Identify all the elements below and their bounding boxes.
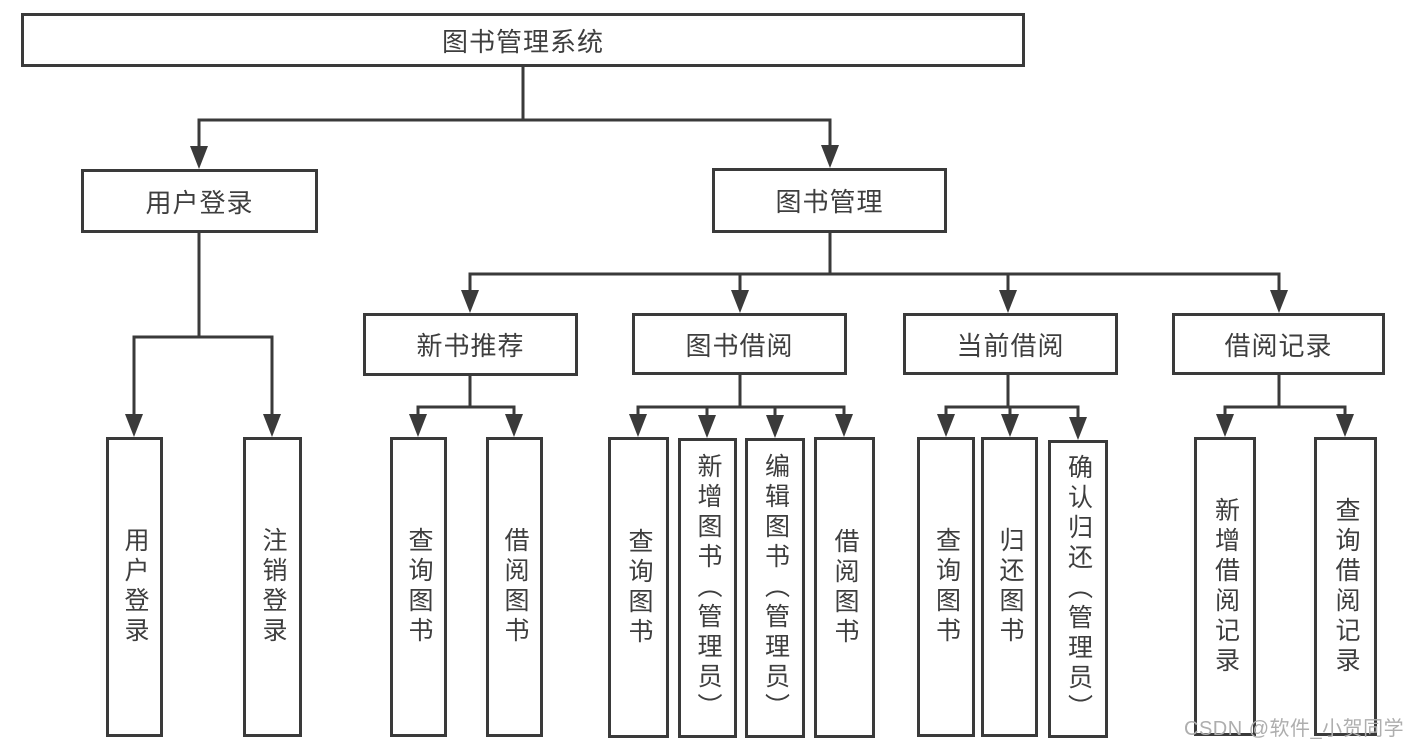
node-book-management: 图书管理 [712,168,947,233]
node-leaf-borrow-book-2: 借阅图书 [814,437,875,738]
node-leaf-logout: 注销登录 [243,437,302,737]
node-leaf-borrow-book-1: 借阅图书 [486,437,543,737]
node-borrow-records: 借阅记录 [1172,313,1385,375]
node-new-book-recommend: 新书推荐 [363,313,578,376]
node-leaf-add-book-admin: 新增图书（管理员） [678,438,737,738]
node-leaf-query-book-1: 查询图书 [390,437,447,737]
node-current-borrowing: 当前借阅 [903,313,1118,375]
node-library-system: 图书管理系统 [21,13,1025,67]
node-leaf-user-login: 用户登录 [106,437,163,737]
node-leaf-return-book: 归还图书 [981,437,1038,737]
node-leaf-query-book-3: 查询图书 [917,437,975,737]
node-leaf-confirm-return-admin: 确认归还（管理员） [1048,440,1108,738]
node-leaf-query-borrow-record: 查询借阅记录 [1314,437,1377,736]
node-user-login: 用户登录 [81,169,318,233]
node-leaf-add-borrow-record: 新增借阅记录 [1194,437,1256,736]
watermark: CSDN @软件_小贺同学 [1184,718,1405,740]
arrowheads [125,145,1354,440]
node-leaf-edit-book-admin: 编辑图书（管理员） [745,438,805,738]
node-leaf-query-book-2: 查询图书 [608,437,669,738]
node-book-borrowing: 图书借阅 [632,313,847,375]
